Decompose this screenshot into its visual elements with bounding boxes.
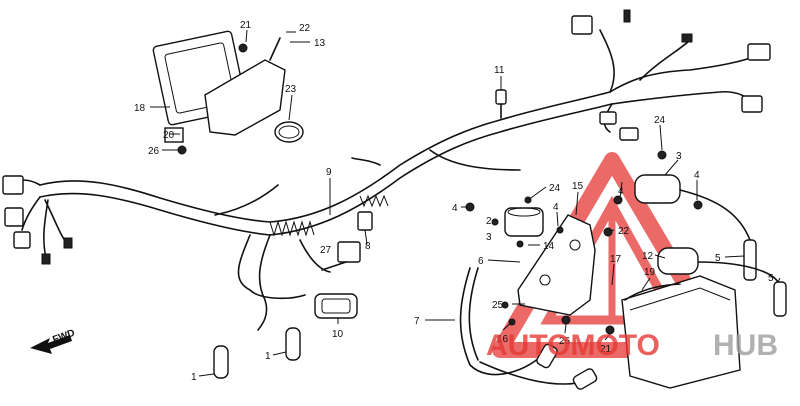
callout-23: 23 xyxy=(285,84,297,95)
callout-21b: 21 xyxy=(600,344,612,355)
ignition-coil-upper xyxy=(634,174,757,281)
watermark-text: AUTOMOTO HUB xyxy=(486,329,778,362)
band-clamp xyxy=(274,121,304,143)
fwd-arrow: FWD xyxy=(30,328,76,354)
starter-relay xyxy=(491,207,544,248)
callout-13: 13 xyxy=(314,38,326,49)
callout-4a: 4 xyxy=(618,186,624,197)
fuse-box xyxy=(314,293,358,319)
ignition-coil-lower xyxy=(657,247,787,317)
harness-clips xyxy=(213,327,301,379)
callout-24b: 24 xyxy=(654,115,666,126)
main-wire-harness xyxy=(11,29,761,331)
callout-22b: 22 xyxy=(618,226,630,237)
callout-12: 12 xyxy=(642,251,654,262)
watermark-word-automoto: AUTOMOTO xyxy=(486,329,660,362)
callout-18: 18 xyxy=(134,103,146,114)
callout-10: 10 xyxy=(332,329,344,340)
callout-16: 16 xyxy=(497,334,509,345)
callout-20: 20 xyxy=(163,130,175,141)
callout-21a: 21 xyxy=(240,20,252,31)
callout-19: 19 xyxy=(644,267,656,278)
callout-11: 11 xyxy=(494,65,505,76)
callout-24a: 24 xyxy=(549,183,561,194)
callout-3b: 3 xyxy=(486,232,492,243)
callout-labels: 21 22 13 18 20 26 23 11 9 24 24 3 4 4 4 … xyxy=(134,20,774,383)
callout-2: 2 xyxy=(486,216,492,227)
right-connectors xyxy=(571,9,771,141)
callout-25: 25 xyxy=(492,300,504,311)
callout-4c: 4 xyxy=(452,203,458,214)
connector-27 xyxy=(321,241,361,271)
callout-9: 9 xyxy=(326,167,332,178)
callout-4b: 4 xyxy=(694,170,700,181)
callout-8: 8 xyxy=(365,241,371,252)
callout-4d: 4 xyxy=(553,202,559,213)
callout-14: 14 xyxy=(543,241,555,252)
callout-17: 17 xyxy=(610,254,622,265)
watermark-word-hub: HUB xyxy=(713,329,778,362)
callout-5b: 5 xyxy=(768,273,774,284)
indicator-socket xyxy=(495,89,507,119)
left-connectors xyxy=(2,175,73,265)
mounting-bracket xyxy=(517,214,596,316)
regulator-rectifier xyxy=(152,30,286,143)
battery-cover xyxy=(621,275,741,389)
callout-27: 27 xyxy=(320,245,332,256)
callout-26a: 26 xyxy=(148,146,160,157)
callout-1a: 1 xyxy=(191,372,197,383)
callout-26b: 26 xyxy=(559,336,571,347)
callout-1b: 1 xyxy=(265,351,271,362)
callout-6: 6 xyxy=(478,256,484,267)
callout-3a: 3 xyxy=(676,151,682,162)
callout-5a: 5 xyxy=(715,253,721,264)
plug-leads xyxy=(459,267,598,390)
callout-7: 7 xyxy=(414,316,420,327)
leader-lines xyxy=(150,29,781,377)
relay xyxy=(357,211,373,231)
callout-22a: 22 xyxy=(299,23,311,34)
callout-15: 15 xyxy=(572,181,584,192)
